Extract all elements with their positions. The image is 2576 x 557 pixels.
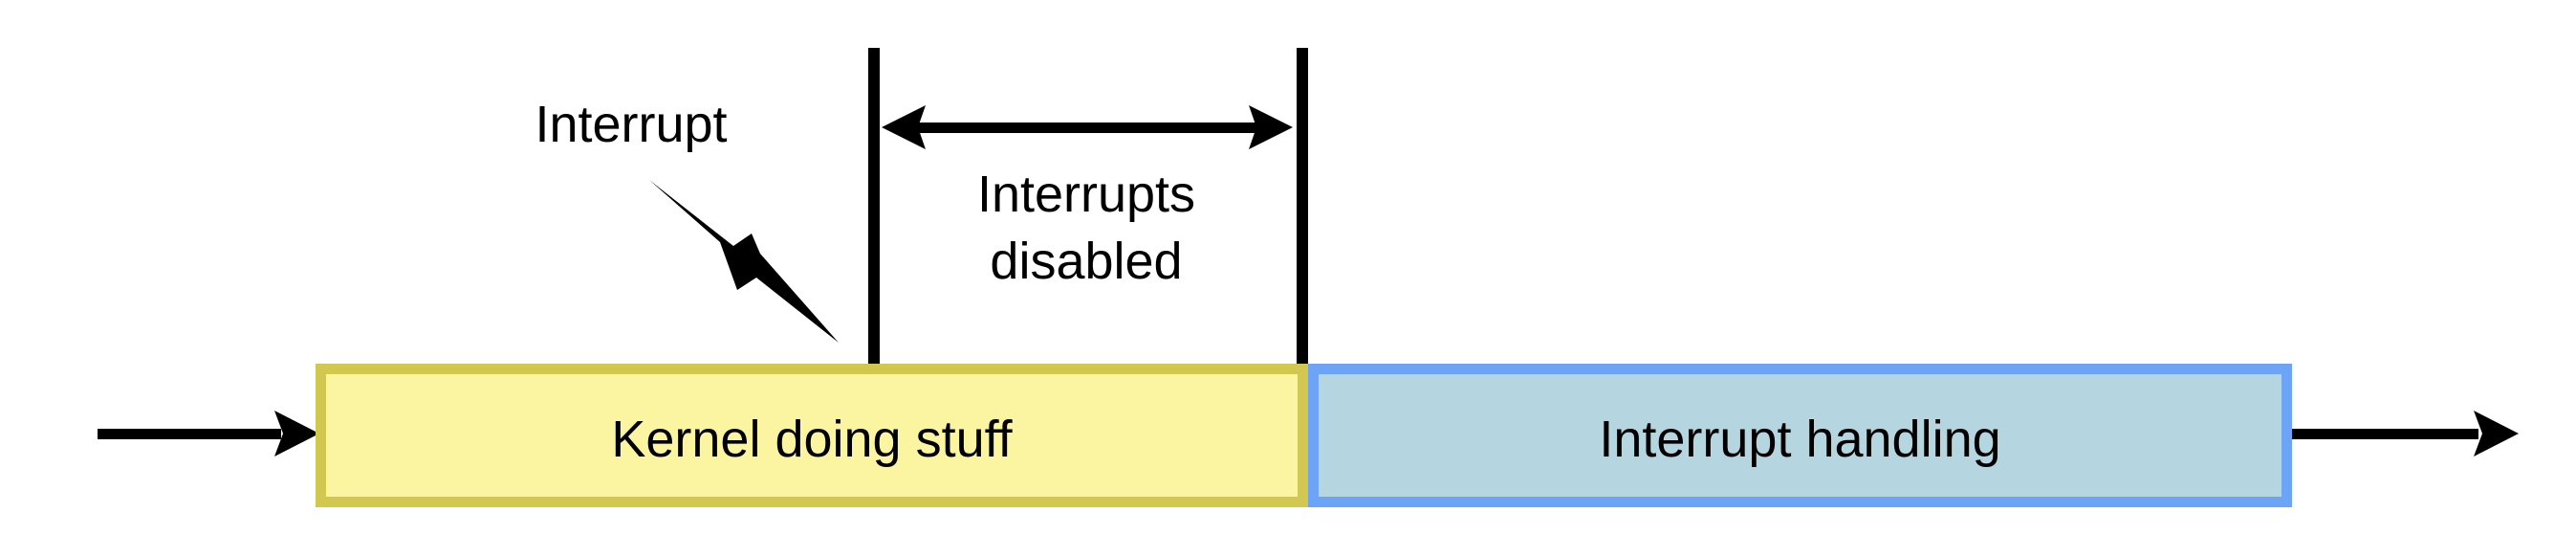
incoming-flow-arrow: [98, 411, 319, 457]
incoming-arrow-shaft: [98, 429, 281, 439]
double-headed-arrow-icon: [882, 105, 1293, 149]
outgoing-flow-arrow: [2289, 411, 2519, 457]
right-arrow-icon: [274, 411, 319, 457]
interrupt-annotation-label: Interrupt: [535, 96, 728, 153]
span-arrow-shaft: [916, 123, 1268, 133]
disabled-region-end-line: [1297, 48, 1308, 367]
kernel-doing-stuff-box: Kernel doing stuff: [316, 364, 1308, 507]
disabled-region-start-line: [868, 48, 880, 367]
outgoing-arrow-shaft: [2289, 429, 2478, 439]
interrupt-handling-box-label: Interrupt handling: [1599, 411, 2001, 468]
span-arrow-left-head: [882, 105, 926, 149]
span-arrow-right-head: [1249, 105, 1293, 149]
kernel-box-label: Kernel doing stuff: [611, 411, 1013, 468]
interrupt-handling-box: Interrupt handling: [1308, 364, 2292, 507]
right-arrow-icon: [2474, 411, 2519, 457]
interrupts-disabled-annotation-label: Interrupts disabled: [976, 166, 1196, 290]
lightning-bolt-icon: [649, 180, 839, 343]
